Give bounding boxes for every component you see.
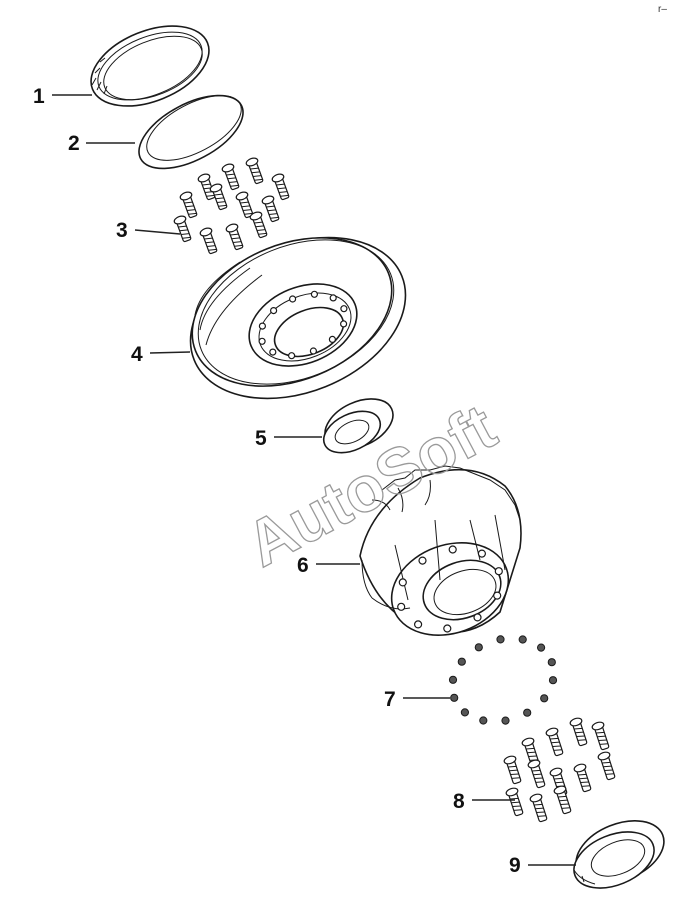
hub-hole (397, 602, 406, 611)
bolt-icon (173, 215, 192, 243)
disc-hole (329, 294, 337, 302)
hub-hole (443, 624, 452, 633)
ball-icon (479, 716, 488, 725)
callout-9: 9 (509, 854, 576, 877)
bolt-icon (199, 227, 218, 255)
bolt-icon (209, 183, 228, 211)
callout-number: 8 (453, 790, 465, 813)
hub-hole (414, 620, 423, 629)
part-1-tone-ring (90, 25, 210, 107)
hub-hole (398, 578, 407, 587)
hub-hole (418, 556, 427, 565)
hub-hole (494, 567, 503, 576)
ball-icon (496, 635, 505, 644)
bolt-icon (221, 163, 240, 191)
corner-mark: r– (658, 4, 667, 15)
bolt-icon (235, 191, 254, 219)
ball-icon (540, 694, 549, 703)
ball-icon (460, 708, 469, 717)
callout-2: 2 (68, 132, 135, 155)
callout-number: 4 (131, 343, 143, 366)
bolt-icon (225, 223, 244, 251)
callout-number: 9 (509, 854, 521, 877)
disc-hole (310, 290, 318, 298)
hub-hole (448, 545, 457, 554)
hub-hole (493, 591, 502, 600)
callout-number: 1 (33, 85, 45, 108)
callout-3: 3 (116, 219, 181, 242)
ball-icon (474, 643, 483, 652)
ball-icon (548, 676, 558, 685)
ball-icon (448, 675, 458, 684)
part-2-cover-plate (138, 94, 244, 170)
callout-1: 1 (33, 85, 92, 108)
callout-number: 3 (116, 219, 128, 242)
ball-icon (537, 643, 546, 652)
disc-hole (309, 347, 317, 355)
bolt-icon (261, 195, 280, 223)
disc-hole (340, 320, 348, 328)
stud-icon (529, 793, 548, 823)
stud-icon (545, 727, 564, 757)
part-3-bolts (173, 157, 290, 255)
bolt-icon (179, 191, 198, 219)
disc-hole (328, 335, 336, 343)
callout-7: 7 (384, 688, 450, 711)
ball-icon (523, 708, 532, 717)
disc-hole (289, 295, 297, 303)
stud-icon (553, 785, 572, 815)
callout-number: 5 (255, 427, 267, 450)
disc-hole (340, 305, 348, 313)
disc-hole (288, 352, 296, 360)
disc-hole (270, 307, 278, 315)
ball-icon (457, 657, 466, 666)
part-6-wheel-hub (359, 465, 522, 636)
hub-hole (477, 549, 486, 558)
stud-icon (505, 787, 524, 817)
bolt-icon (245, 157, 264, 185)
disc-hole (258, 337, 266, 345)
stud-icon (597, 751, 616, 781)
callout-6: 6 (297, 554, 360, 577)
stud-icon (503, 755, 522, 785)
stud-icon (527, 759, 546, 789)
part-7-balls (448, 635, 558, 725)
callout-number: 7 (384, 688, 396, 711)
ball-icon (518, 635, 527, 644)
stud-icon (573, 763, 592, 793)
part-4-brake-disc (189, 236, 407, 400)
callout-4: 4 (131, 343, 191, 366)
ball-icon (450, 693, 459, 702)
stud-icon (591, 721, 610, 751)
callout-5: 5 (255, 427, 322, 450)
disc-hole (269, 348, 277, 356)
ball-icon (501, 716, 510, 725)
stud-icon (569, 717, 588, 747)
part-8-studs (503, 717, 616, 823)
hub-hole (473, 613, 482, 622)
disc-hole (258, 322, 266, 330)
callout-number: 2 (68, 132, 80, 155)
part-5-seal (322, 398, 394, 454)
callout-8: 8 (453, 790, 515, 813)
ball-icon (547, 658, 556, 667)
bolt-icon (271, 173, 290, 201)
bolt-icon (249, 211, 268, 239)
callout-number: 6 (297, 554, 309, 577)
part-9-bearing (573, 820, 665, 889)
